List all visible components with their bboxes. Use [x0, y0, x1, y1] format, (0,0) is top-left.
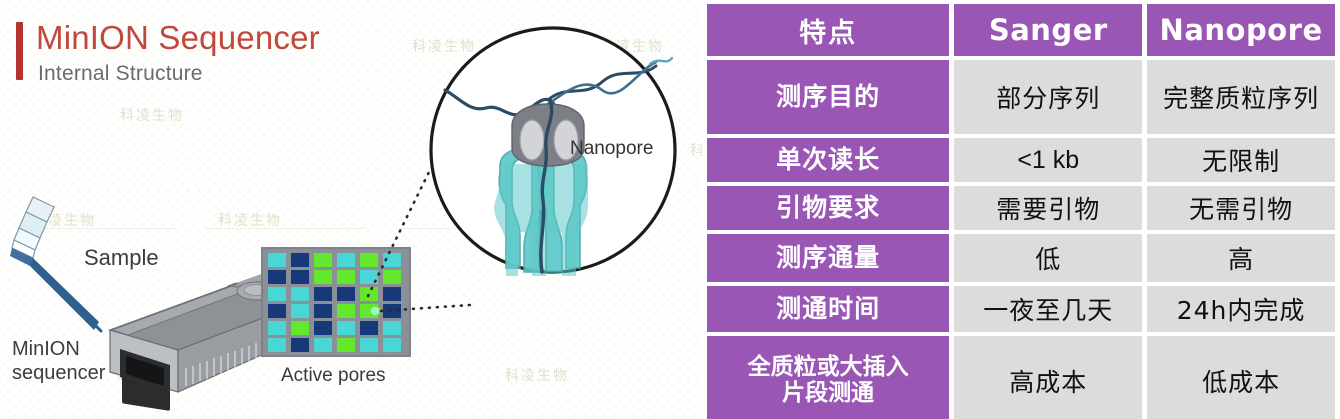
minion-illustration-panel: MinION Sequencer Internal Structure: [10, 19, 677, 411]
illustration-artwork: [10, 26, 677, 411]
row-feature-label: 测序通量: [707, 234, 950, 282]
row-feature-line2: 片段测通: [782, 380, 875, 406]
comparison-table-container: 特点 Sanger Nanopore 测序目的 部分序列 完整质粒序列 单次读长…: [702, 0, 1340, 419]
minion-label-line2: sequencer: [12, 362, 106, 384]
row-feature-label: 测通时间: [707, 286, 950, 332]
header-cell-nanopore: Nanopore: [1147, 4, 1335, 56]
row-sanger-value: 需要引物: [954, 186, 1143, 230]
header-cell-sanger: Sanger: [954, 4, 1143, 56]
row-sanger-value: 一夜至几天: [954, 286, 1143, 332]
table-row: 测序目的 部分序列 完整质粒序列: [707, 60, 1335, 134]
title-accent-bar: [16, 22, 23, 80]
table-row: 全质粒或大插入 片段测通 高成本 低成本: [707, 336, 1335, 419]
row-sanger-value: <1 kb: [954, 138, 1143, 182]
row-sanger-value: 部分序列: [954, 60, 1143, 134]
row-nanopore-value: 低成本: [1147, 336, 1335, 419]
table-row: 测序通量 低 高: [707, 234, 1335, 282]
active-pores-grid-icon: [261, 247, 411, 357]
table-row: 单次读长 <1 kb 无限制: [707, 138, 1335, 182]
row-sanger-value: 低: [954, 234, 1143, 282]
active-pores-label: Active pores: [281, 365, 386, 386]
row-nanopore-value: 无限制: [1147, 138, 1335, 182]
row-nanopore-value: 无需引物: [1147, 186, 1335, 230]
row-feature-line1: 全质粒或大插入: [747, 354, 909, 381]
minion-label-line1: MinION: [12, 338, 80, 360]
row-nanopore-value: 高: [1147, 234, 1335, 282]
page-subtitle: Internal Structure: [38, 62, 203, 85]
row-nanopore-value: 完整质粒序列: [1147, 60, 1335, 134]
table-row: 测通时间 一夜至几天 24h内完成: [707, 286, 1335, 332]
row-nanopore-value: 24h内完成: [1147, 286, 1335, 332]
table-header-row: 特点 Sanger Nanopore: [707, 4, 1335, 56]
row-feature-label: 全质粒或大插入 片段测通: [707, 336, 950, 419]
sample-label: Sample: [84, 245, 159, 270]
minion-device-icon: [108, 268, 318, 411]
nanopore-label: Nanopore: [570, 138, 654, 159]
header-cell-feature: 特点: [707, 4, 950, 56]
row-sanger-value: 高成本: [954, 336, 1143, 419]
pipette-icon: [10, 196, 103, 333]
callout-lines: [366, 168, 472, 313]
page-title: MinION Sequencer: [36, 19, 320, 56]
row-feature-label: 单次读长: [707, 138, 950, 182]
sanger-nanopore-comparison-table: 特点 Sanger Nanopore 测序目的 部分序列 完整质粒序列 单次读长…: [702, 0, 1340, 419]
nanopore-diagram-icon: [429, 26, 677, 276]
table-row: 引物要求 需要引物 无需引物: [707, 186, 1335, 230]
row-feature-label: 测序目的: [707, 60, 950, 134]
row-feature-label: 引物要求: [707, 186, 950, 230]
